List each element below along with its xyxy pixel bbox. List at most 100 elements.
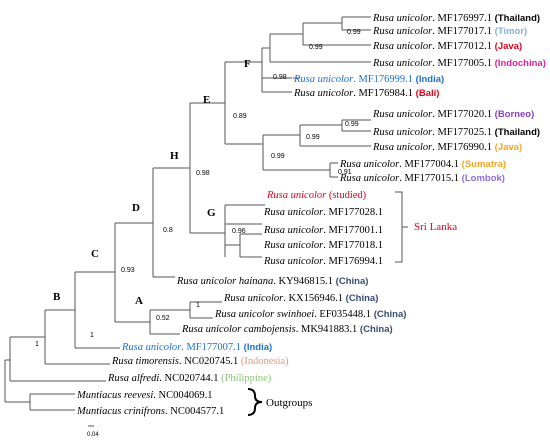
- region-label: (Java): [492, 41, 522, 52]
- tip-label: Rusa unicolor. MF177001.1: [263, 225, 383, 236]
- region-label: (Philippine): [218, 373, 271, 384]
- species-name: Muntiacus crinifrons: [76, 406, 165, 417]
- outgroups-label: Outgroups: [266, 397, 312, 409]
- region-label: (Indonesia): [238, 356, 289, 367]
- bootstrap-value: 0.99: [271, 153, 285, 160]
- region-label: (China): [333, 276, 368, 287]
- tip-label: Rusa unicolor. MF176999.1 (India): [293, 74, 444, 85]
- accession-number: . NC004577.1: [165, 406, 224, 417]
- tip-label: Rusa unicolor. MF177005.1 (Indochina): [372, 58, 546, 69]
- accession-number: . MK941883.1: [296, 324, 358, 335]
- accession-number: . KX156946.1: [283, 293, 343, 304]
- node-label-f: F: [244, 58, 251, 70]
- tip-label: Rusa unicolor (studied): [266, 190, 367, 201]
- species-name: Muntiacus reevesi: [76, 390, 153, 401]
- species-name: Rusa unicolor: [372, 58, 433, 69]
- node-label-g: G: [207, 207, 216, 219]
- species-name: Rusa unicolor swinhoei: [214, 309, 314, 320]
- species-name: Rusa unicolor cambojensis: [181, 324, 296, 335]
- region-label: (Borneo): [492, 109, 534, 120]
- accession-number: . MF177018.1: [323, 240, 383, 251]
- tree-branches: [4, 16, 371, 427]
- outgroups-group: Outgroups: [247, 388, 312, 416]
- accession-number: . NC020745.1: [179, 356, 238, 367]
- accession-number: . MF177017.1: [432, 26, 492, 37]
- bootstrap-value: 0.89: [233, 113, 247, 120]
- tip-label: Rusa unicolor. MF177012.1 (Java): [372, 41, 522, 52]
- species-name: Rusa unicolor: [372, 13, 433, 24]
- species-name: Rusa unicolor: [263, 207, 324, 218]
- species-name: Rusa unicolor: [263, 240, 324, 251]
- bootstrap-value: 0.99: [345, 121, 359, 128]
- bootstrap-value: 0.52: [156, 315, 170, 322]
- accession-number: . NC020744.1: [159, 373, 218, 384]
- accession-number: . MF177005.1: [432, 58, 492, 69]
- species-name: Rusa unicolor hainana: [176, 276, 273, 287]
- accession-number: . MF177025.1: [432, 127, 492, 138]
- tip-label: Rusa unicolor swinhoei. EF035448.1 (Chin…: [214, 309, 406, 320]
- tip-label: Rusa unicolor. MF176984.1 (Bali): [293, 88, 439, 99]
- accession-number: . MF177004.1: [399, 159, 459, 170]
- sri-lanka-group: Sri Lanka: [395, 191, 457, 263]
- species-name: Rusa unicolor: [266, 190, 327, 201]
- region-label: (India): [241, 342, 272, 353]
- region-label: (China): [357, 324, 392, 335]
- sri-lanka-label: Sri Lanka: [414, 221, 457, 233]
- tip-label: Rusa unicolor hainana. KY946815.1 (China…: [176, 276, 368, 287]
- accession-number: . MF176997.1: [432, 13, 492, 24]
- species-name: Rusa unicolor: [263, 256, 324, 267]
- species-name: Rusa unicolor: [339, 173, 400, 184]
- species-name: Rusa unicolor: [121, 342, 182, 353]
- node-label-a: A: [135, 295, 143, 307]
- accession-number: . MF177001.1: [323, 225, 383, 236]
- tip-labels: Rusa unicolor. MF176997.1 (Thailand)Rusa…: [76, 13, 546, 417]
- region-label: (China): [343, 293, 378, 304]
- bootstrap-value: 0.91: [338, 169, 352, 176]
- node-label-e: E: [203, 94, 210, 106]
- tip-label: Rusa unicolor. MF177015.1 (Lombok): [339, 173, 505, 184]
- bootstrap-value: 0.98: [273, 74, 287, 81]
- region-label: (Thailand): [492, 13, 540, 24]
- node-label-h: H: [170, 150, 179, 162]
- accession-number: . MF177020.1: [432, 109, 492, 120]
- species-name: Rusa unicolor: [372, 142, 433, 153]
- accession-number: . MF177015.1: [399, 173, 459, 184]
- species-name: Rusa unicolor: [372, 127, 433, 138]
- bootstrap-value: 0.8: [163, 227, 173, 234]
- tip-label: Rusa alfredi. NC020744.1 (Philippine): [107, 373, 272, 384]
- accession-number: . MF177007.1: [181, 342, 241, 353]
- region-label: (Bali): [413, 88, 439, 99]
- species-name: Rusa unicolor: [293, 88, 354, 99]
- accession-number: . MF176984.1: [353, 88, 413, 99]
- species-name: Rusa alfredi: [107, 373, 159, 384]
- bootstrap-value: 0.98: [196, 170, 210, 177]
- bootstrap-value: 1: [196, 302, 200, 309]
- region-label: (Lombok): [459, 173, 505, 184]
- node-label-b: B: [53, 291, 61, 303]
- bootstrap-values: 0.99 0.99 0.98 0.89 0.99 0.99 0.91 0.99 …: [35, 29, 361, 348]
- tip-label: Rusa unicolor. MF176994.1: [263, 256, 383, 267]
- bootstrap-value: 1: [90, 332, 94, 339]
- tip-label: Rusa unicolor. MF177020.1 (Borneo): [372, 109, 534, 120]
- accession-number: . KY946815.1: [273, 276, 333, 287]
- region-label: (Timor): [492, 26, 527, 37]
- tip-label: Rusa unicolor. MF176990.1 (Java): [372, 142, 522, 153]
- region-label: (India): [413, 74, 444, 85]
- species-name: Rusa timorensis: [111, 356, 179, 367]
- species-name: Rusa unicolor: [372, 109, 433, 120]
- tip-label: Rusa unicolor. MF176997.1 (Thailand): [372, 13, 540, 24]
- scale-bar-label: 0.04: [87, 432, 99, 438]
- accession-number: . MF176990.1: [432, 142, 492, 153]
- species-name: Rusa unicolor: [339, 159, 400, 170]
- region-label: (Indochina): [492, 58, 546, 69]
- node-labels: F E H D G C A B: [53, 58, 251, 307]
- bootstrap-value: 0.96: [232, 228, 246, 235]
- tip-label: Rusa timorensis. NC020745.1 (Indonesia): [111, 356, 289, 367]
- bootstrap-value: 0.93: [121, 267, 135, 274]
- accession-number: . MF177028.1: [323, 207, 383, 218]
- region-label: (China): [371, 309, 406, 320]
- node-label-c: C: [91, 248, 99, 260]
- tip-label: Rusa unicolor. MF177017.1 (Timor): [372, 26, 527, 37]
- accession-number: . NC004069.1: [153, 390, 212, 401]
